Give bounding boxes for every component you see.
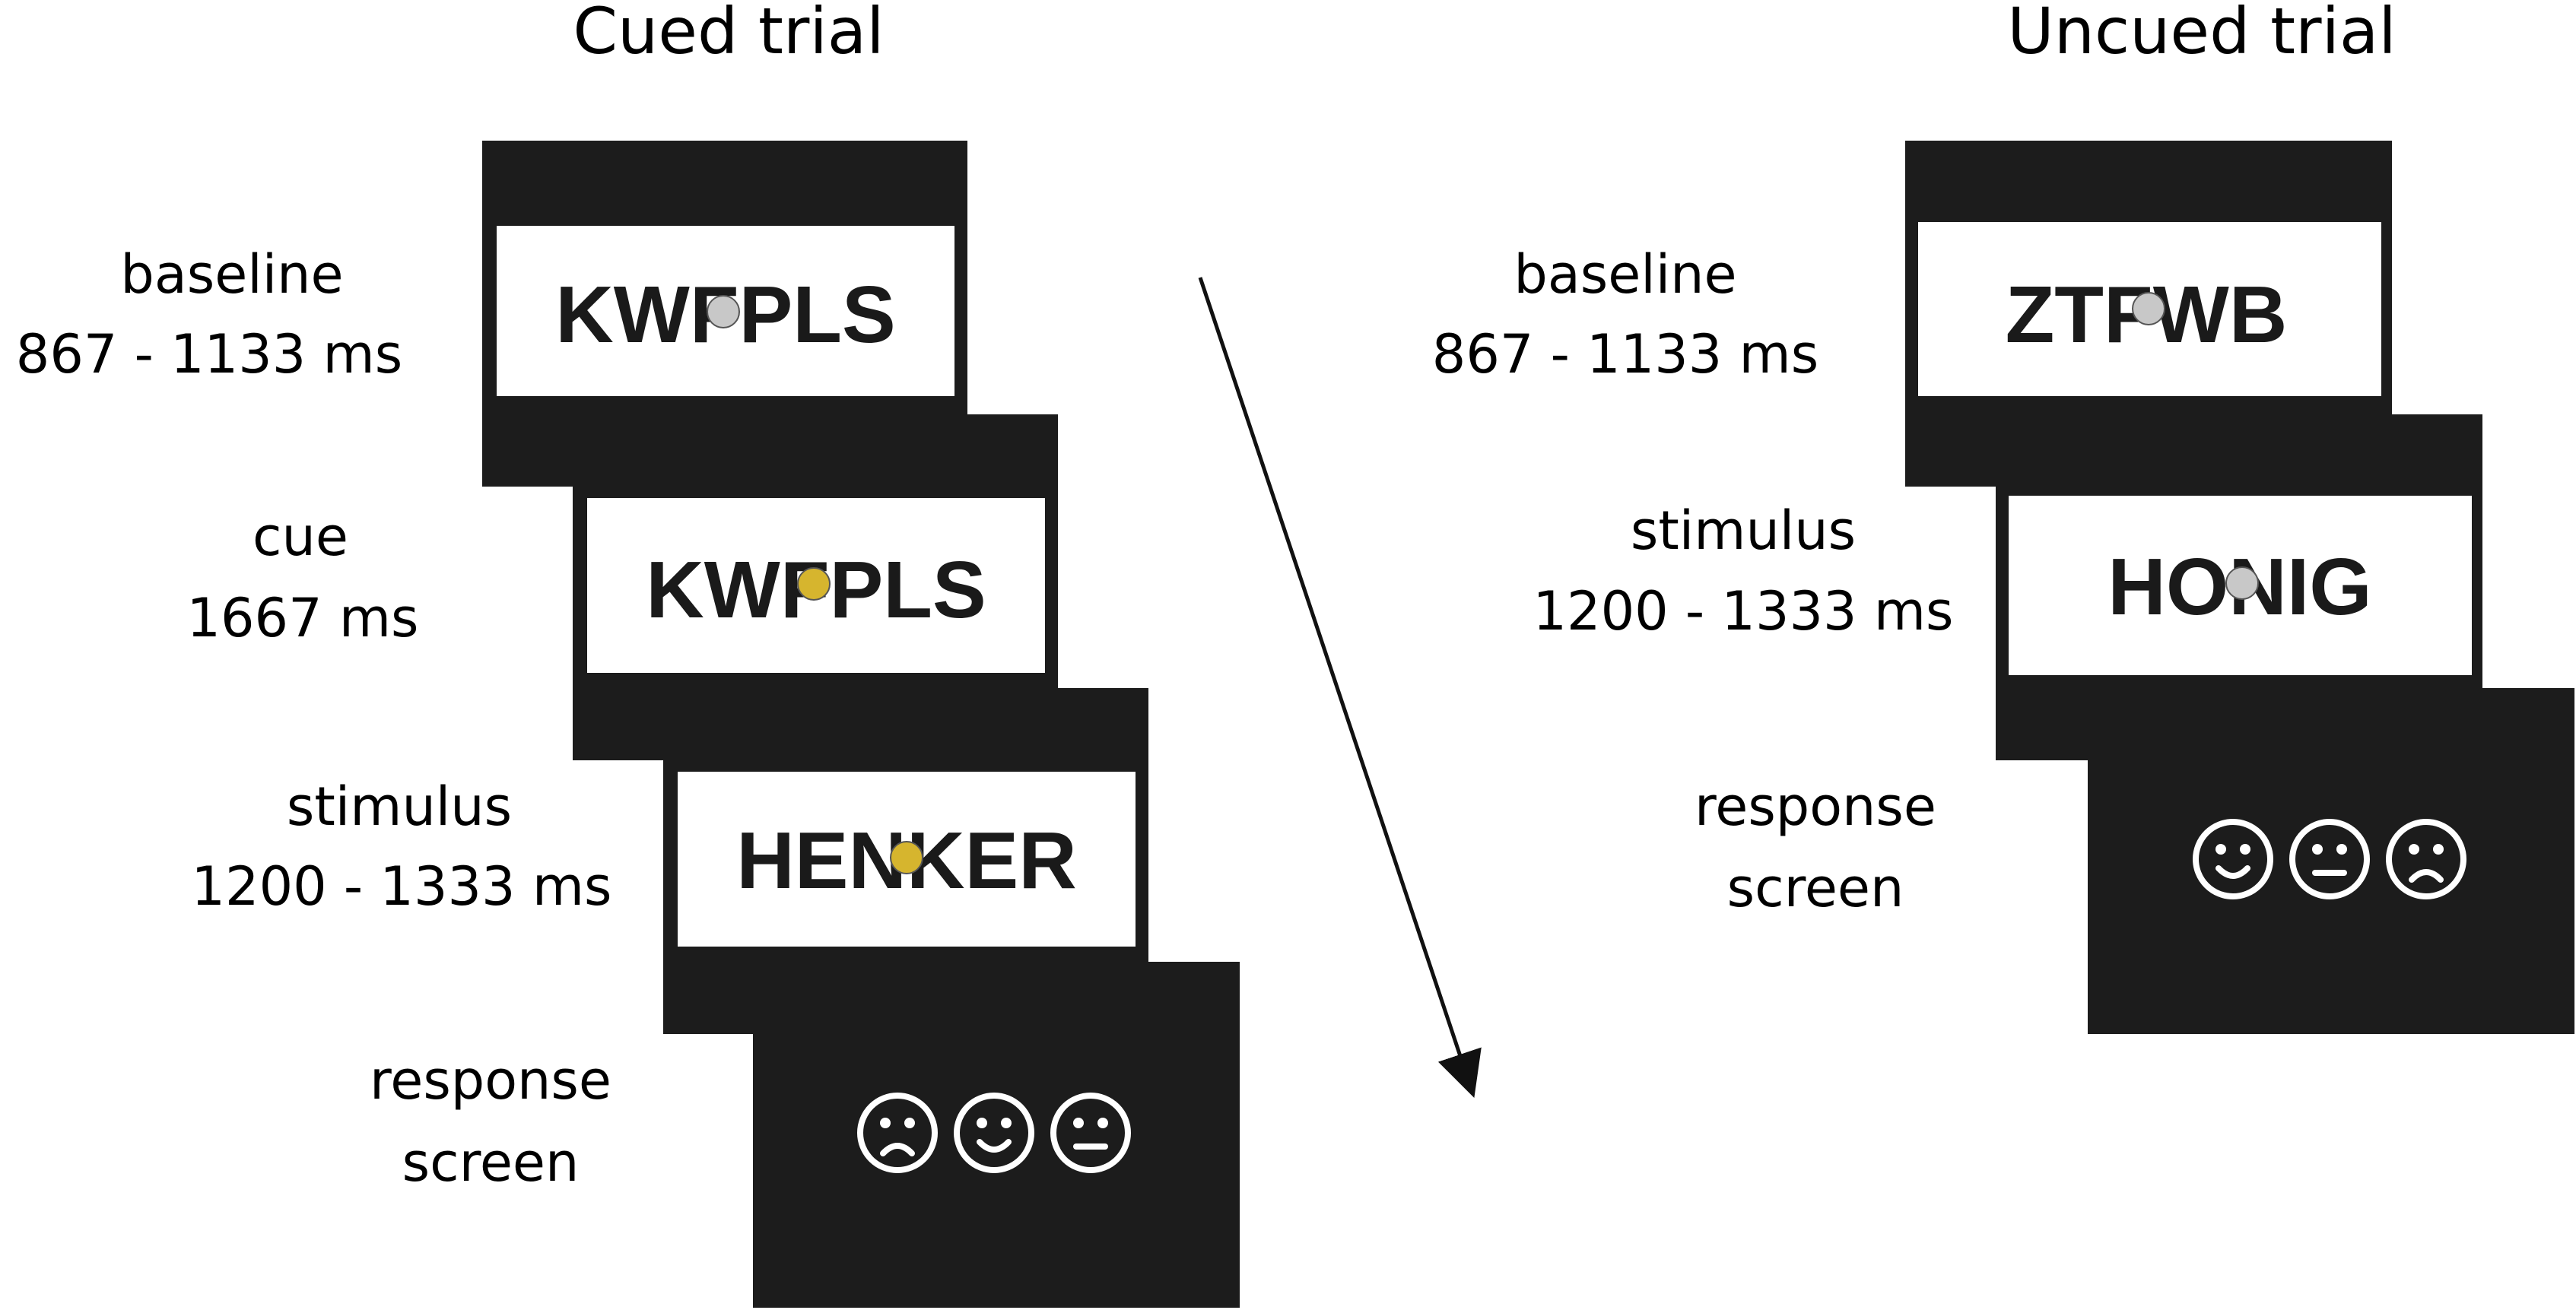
uncued-trial-title: Uncued trial [2007,0,2396,68]
uncued-baseline-time: 867 - 1133 ms [1432,323,1818,385]
screen-frame [2088,688,2574,1034]
neutral-face-icon [1050,1093,1131,1173]
uncued-response-label-2: screen [1727,857,1904,919]
cue-dot [890,841,923,874]
cued-stimulus-time: 1200 - 1333 ms [192,855,612,918]
cued-response-label-2: screen [402,1131,580,1194]
response-faces [2193,819,2466,899]
sad-face-icon [2386,819,2466,899]
cue-dot [797,567,831,601]
cued-baseline-screen: KWFPLS [482,141,967,487]
sad-face-icon [857,1093,938,1173]
uncued-stimulus-time: 1200 - 1333 ms [1533,580,1954,642]
cued-baseline-label: baseline [120,243,343,306]
cued-trial-title: Cued trial [573,0,884,68]
fixation-dot [2132,292,2165,325]
time-arrow [1198,277,1482,1098]
cued-response-label-1: response [370,1049,611,1112]
fixation-dot [707,295,740,328]
cued-cue-time: 1667 ms [186,587,418,649]
screen-frame [753,962,1240,1308]
happy-face-icon [954,1093,1034,1173]
uncued-response-label-1: response [1695,776,1936,838]
fixation-dot [2225,566,2259,600]
cued-response-screen [753,962,1240,1308]
uncued-response-screen [2088,688,2574,1034]
happy-face-icon [2193,819,2273,899]
cued-stimulus-label: stimulus [287,776,512,838]
cued-baseline-time: 867 - 1133 ms [16,323,402,385]
response-faces [857,1093,1131,1173]
neutral-face-icon [2289,819,2370,899]
cued-cue-label: cue [253,506,348,568]
uncued-stimulus-label: stimulus [1631,500,1856,562]
uncued-baseline-label: baseline [1514,243,1736,306]
